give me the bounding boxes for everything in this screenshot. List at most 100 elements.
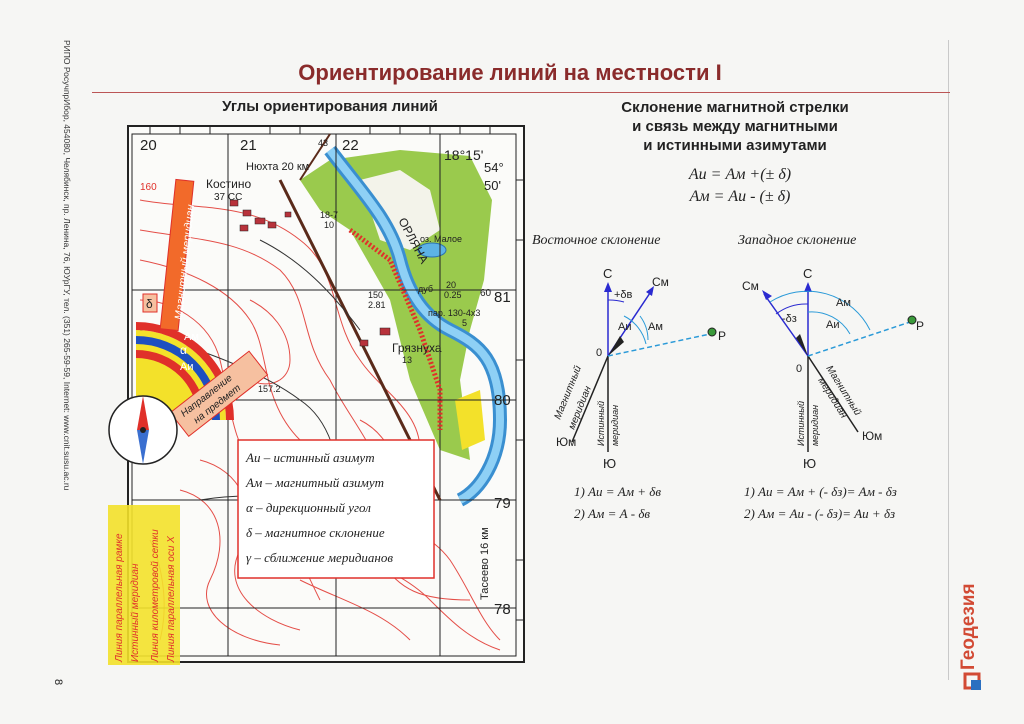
village-gryaznuha [359, 327, 391, 347]
coord-lon: 18°15' [444, 147, 483, 163]
grid-right-prefix: 60 [480, 288, 492, 299]
river-bank [326, 147, 505, 504]
frame-ticks [149, 126, 524, 621]
west-Yum: Юм [862, 429, 882, 443]
east-diagram [571, 282, 717, 452]
east-C: С [603, 266, 612, 281]
grid-label-79: 79 [494, 495, 511, 512]
legend-item: α – дирекционный угол [246, 500, 371, 515]
page-title: Ориентирование линий на местности I [298, 60, 722, 85]
forest-label-1: 18-7 [320, 210, 338, 220]
village-kostino [229, 199, 292, 232]
road-label-nyuhta: Нюхта 20 км [246, 161, 309, 173]
west-true-merid-2: меридиан [810, 405, 820, 446]
white-clearing [360, 170, 440, 250]
vertical-legend-2: Истинный меридиан [130, 563, 141, 662]
compass-icon [108, 395, 178, 465]
height-281: 2.81 [368, 300, 386, 310]
west-eq-2: 2) Ам = Аи - (- δз)= Аи + δз [744, 506, 895, 521]
grid-label-78: 78 [494, 601, 511, 618]
forest-area [300, 150, 492, 460]
east-title: Восточное склонение [532, 233, 661, 248]
grid-label-43: 43 [318, 138, 328, 148]
legend-item: Аи – истинный азимут [245, 450, 375, 465]
right-heading-line: Склонение магнитной стрелки [621, 99, 849, 116]
coord-lat-deg: 54° [484, 160, 504, 175]
east-eq-1: 1) Аи = Ам + δв [574, 484, 661, 499]
contour-label-160: 160 [140, 182, 157, 193]
right-heading-line: и связь между магнитными [632, 118, 838, 135]
forest-label-2: 10 [324, 220, 334, 230]
vertical-legend-4: Линия параллельная оси X [166, 536, 177, 663]
forest-label-4: 20 [446, 280, 456, 290]
height-157: 157.2 [258, 384, 281, 394]
east-dv: +δв [614, 289, 633, 301]
west-P: Р [916, 319, 924, 333]
legend-item: Ам – магнитный азимут [245, 475, 384, 490]
map-inner-frame [131, 133, 517, 657]
west-O: 0 [796, 363, 802, 375]
left-heading: Углы ориентирования линий [222, 98, 438, 115]
village-name-kostino: Костино [206, 177, 251, 191]
title-rule [92, 92, 950, 93]
west-Am: Ам [836, 297, 851, 309]
west-dz: -δз [782, 313, 797, 325]
grid-label-81: 81 [494, 289, 511, 306]
west-Ai: Аи [826, 319, 839, 331]
east-O: 0 [596, 347, 602, 359]
east-Yum: Юм [556, 435, 576, 449]
grid-label-22: 22 [342, 137, 359, 154]
west-title: Западное склонение [738, 233, 856, 248]
road-to-nyuhta [299, 133, 331, 181]
east-eq-2: 2) Ам = А - δв [574, 506, 650, 521]
forest-label-3: дуб [418, 284, 433, 294]
vertical-legend-bg [108, 505, 180, 665]
lake-name: оз. Малое [420, 234, 462, 244]
west-diagram [762, 282, 917, 452]
east-P: Р [718, 329, 726, 343]
angle-label-ai: Аи [180, 361, 193, 373]
delta-label: δ [146, 297, 153, 311]
road-label-taseevo: Тасеево 16 км [479, 527, 491, 600]
west-Yu: Ю [803, 456, 816, 471]
right-heading: Склонение магнитной стрелки и связь межд… [580, 98, 890, 155]
legend-item: γ – сближение меридианов [246, 550, 393, 565]
village-sub-gryaznuha: 13 [402, 355, 412, 365]
yellow-field [455, 390, 485, 450]
village-sub-kostino: 37 СС [214, 192, 242, 203]
grid-label-80: 80 [494, 392, 511, 409]
west-eq-1: 1) Аи = Ам + (- δз)= Ам - δз [744, 484, 897, 499]
formula-mag-azimuth: Aм = Aи - (± δ) [689, 188, 791, 205]
dotted-road [348, 228, 443, 430]
east-Ai: Аи [618, 321, 631, 333]
bridge-label: пар. 130-4х3 [428, 308, 480, 318]
vertical-legend-3: Линия километровой сетки [150, 529, 161, 663]
coord-lat-min: 50' [484, 178, 501, 193]
mag-meridian-band [159, 178, 195, 332]
west-true-merid-1: Истинный [796, 401, 806, 446]
page-border [948, 40, 949, 680]
right-heading-line: и истинными азимутами [643, 137, 827, 154]
grid-label-20: 20 [140, 137, 157, 154]
east-Cm: См [652, 275, 669, 289]
height-150: 150 [368, 290, 383, 300]
grid-label-21: 21 [240, 137, 257, 154]
west-Cm: См [742, 279, 759, 293]
publisher-info: РИПО РосучпрИбор, 454080, Челябинск, пр.… [62, 40, 72, 491]
east-true-merid-2: меридиан [610, 405, 620, 446]
west-C: С [803, 266, 812, 281]
forest-label-5: 0.25 [444, 290, 462, 300]
legend-item: δ – магнитное склонение [246, 525, 385, 540]
east-Am: Ам [648, 321, 663, 333]
forest-label-6: 5 [462, 318, 467, 328]
east-true-merid-1: Истинный [596, 401, 606, 446]
angle-label-am: Ам [184, 331, 199, 343]
lake-maloe [417, 242, 447, 258]
delta-box [142, 293, 158, 313]
brand-label: Геодезия [958, 583, 979, 670]
formula-true-azimuth: Aи = Aм +(± δ) [688, 166, 792, 183]
angle-label-alpha: α [180, 343, 187, 357]
legend-box [237, 439, 435, 579]
vertical-legend-1: Линия параллельная рамке [114, 533, 125, 663]
